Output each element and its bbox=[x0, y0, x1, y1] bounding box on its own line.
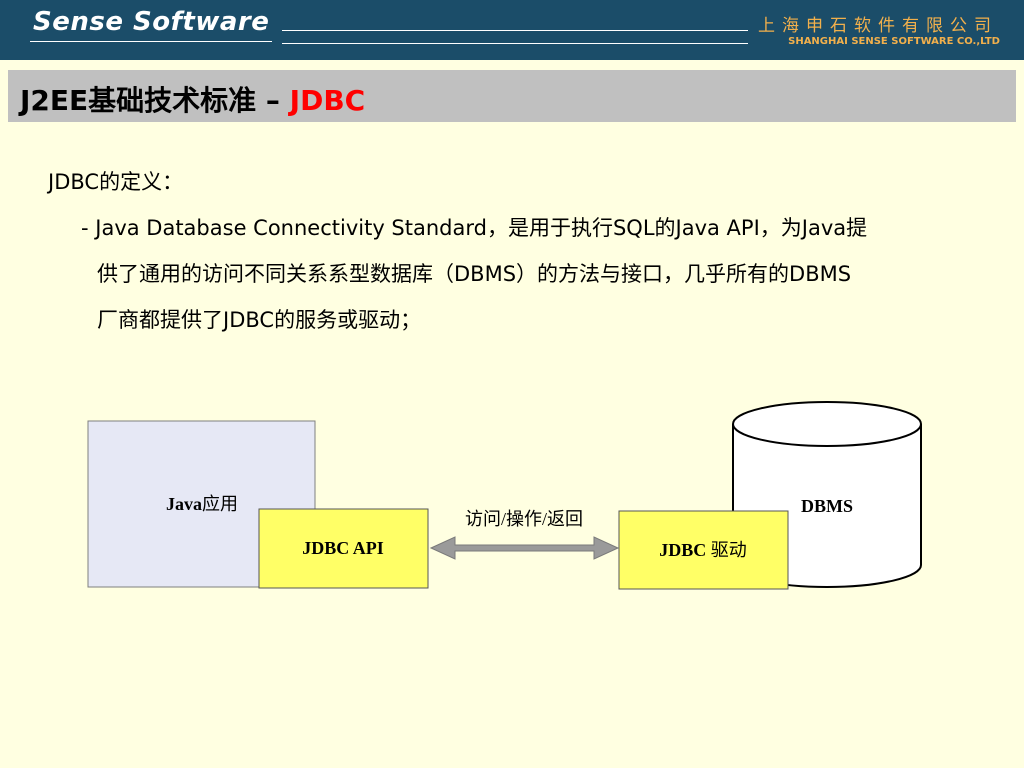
brand-underline bbox=[30, 41, 272, 42]
slide-title: J2EE基础技术标准 – JDBC bbox=[20, 79, 365, 119]
slide-title-prefix: J2EE基础技术标准 – bbox=[20, 84, 290, 117]
java-app-label: Java应用 bbox=[166, 494, 238, 514]
definition-line-2: 供了通用的访问不同关系系型数据库（DBMS）的方法与接口，几乎所有的DBMS bbox=[97, 262, 852, 286]
bidirectional-arrow bbox=[429, 536, 620, 560]
slide-title-accent: JDBC bbox=[289, 84, 366, 117]
jdbc-api-label: JDBC API bbox=[302, 538, 384, 558]
header-rule-top bbox=[282, 30, 748, 31]
dbms-label: DBMS bbox=[801, 496, 853, 516]
jdbc-driver-label: JDBC 驱动 bbox=[659, 540, 747, 560]
jdbc-driver-label-bold: JDBC bbox=[659, 540, 711, 560]
dbms-cylinder-top bbox=[732, 401, 922, 447]
arrow-label: 访问/操作/返回 bbox=[465, 509, 583, 529]
java-app-label-rest: 应用 bbox=[202, 494, 238, 514]
java-app-label-bold: Java bbox=[166, 494, 202, 514]
jdbc-driver-label-rest: 驱动 bbox=[711, 540, 747, 560]
definition-line-1: - Java Database Connectivity Standard，是用… bbox=[81, 216, 868, 240]
definition-line-3: 厂商都提供了JDBC的服务或驱动； bbox=[97, 308, 422, 332]
title-bar: J2EE基础技术标准 – JDBC bbox=[8, 70, 1016, 122]
company-name-en: SHANGHAI SENSE SOFTWARE CO.,LTD bbox=[788, 36, 1000, 47]
jdbc-driver-box bbox=[618, 510, 789, 590]
definition-heading: JDBC的定义： bbox=[48, 170, 184, 194]
header-rule-bottom bbox=[282, 43, 748, 44]
brand-name: Sense Software bbox=[33, 7, 270, 37]
company-name-cn: 上海申石软件有限公司 bbox=[758, 16, 998, 36]
slide-header: Sense Software 上海申石软件有限公司 SHANGHAI SENSE… bbox=[0, 0, 1024, 60]
jdbc-api-box bbox=[258, 508, 429, 589]
